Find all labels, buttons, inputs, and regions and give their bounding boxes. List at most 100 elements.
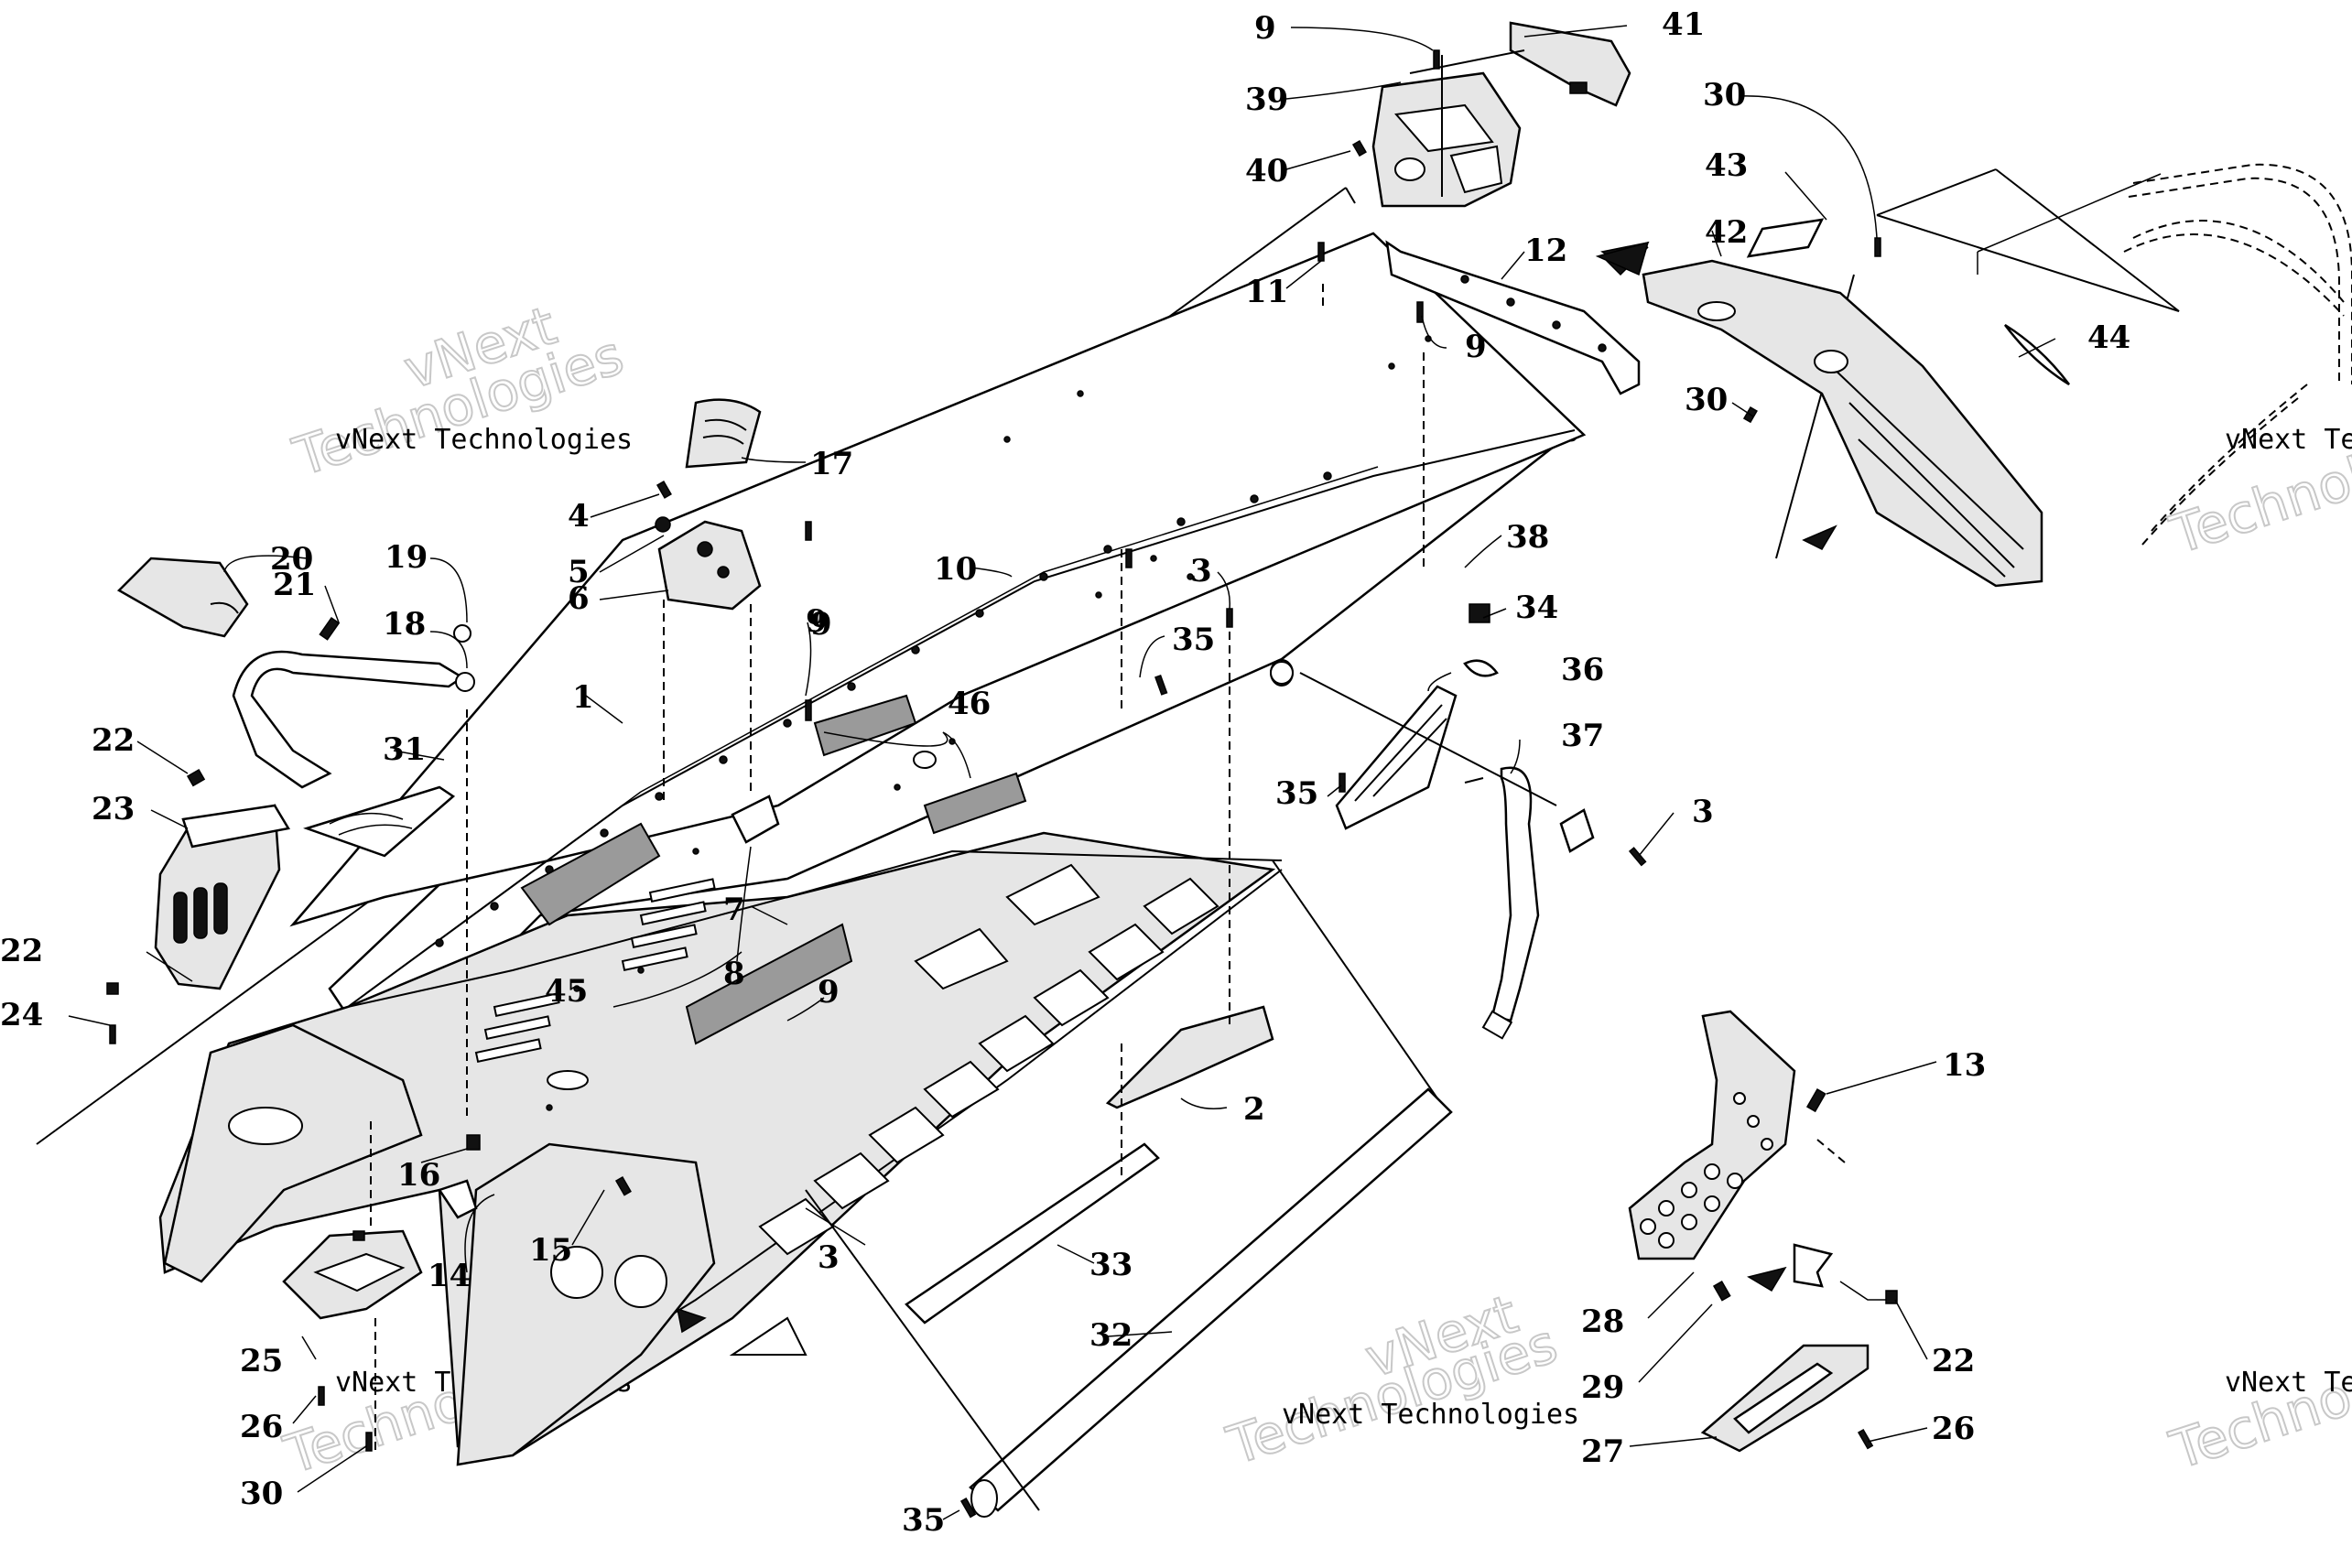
callout-22: 22 xyxy=(1932,1343,1975,1379)
seat-assembly xyxy=(1600,163,2352,588)
callout-33: 33 xyxy=(1089,1247,1133,1283)
callout-41: 41 xyxy=(1662,6,1705,43)
rail-33 xyxy=(905,1142,1160,1325)
snow-flap xyxy=(1509,21,1631,107)
footrest-bracket xyxy=(1270,661,1595,1040)
callout-13: 13 xyxy=(1943,1047,1986,1084)
left-console xyxy=(657,398,762,806)
callout-37: 37 xyxy=(1561,718,1604,754)
callout-18: 18 xyxy=(383,606,426,643)
callout-3: 3 xyxy=(818,1239,840,1276)
strap-37 xyxy=(1490,766,1540,1022)
callout-30: 30 xyxy=(1685,382,1728,418)
tail-housing xyxy=(1642,259,2043,588)
callout-27: 27 xyxy=(1581,1433,1624,1470)
callout-16: 16 xyxy=(397,1157,440,1194)
callout-32: 32 xyxy=(1089,1317,1133,1354)
callout-42: 42 xyxy=(1705,214,1748,251)
callout-39: 39 xyxy=(1245,81,1288,118)
callout-45: 45 xyxy=(545,973,588,1010)
callout-20: 20 xyxy=(270,541,313,578)
callout-1: 1 xyxy=(572,679,594,716)
callout-35: 35 xyxy=(902,1502,945,1539)
callout-24: 24 xyxy=(0,997,43,1033)
callout-22: 22 xyxy=(92,722,135,759)
watermark-technol-partial: Technol xyxy=(2162,445,2352,566)
callout-3: 3 xyxy=(1190,553,1212,589)
traction-pad xyxy=(520,822,661,926)
callout-31: 31 xyxy=(383,731,426,768)
tubular-handle xyxy=(232,650,465,789)
callout-9: 9 xyxy=(806,603,828,640)
callout-44: 44 xyxy=(2087,319,2130,356)
callout-9: 9 xyxy=(1254,10,1276,47)
callout-9: 9 xyxy=(1465,329,1487,365)
traction-pad xyxy=(923,772,1027,835)
callout-30: 30 xyxy=(240,1476,283,1512)
callout-35: 35 xyxy=(1275,775,1318,812)
callout-23: 23 xyxy=(92,791,135,827)
callout-36: 36 xyxy=(1561,652,1604,688)
flap-assembly xyxy=(1371,21,1631,208)
callout-21: 21 xyxy=(273,567,316,603)
leader-lines xyxy=(68,25,2056,1520)
callout-19: 19 xyxy=(385,539,428,576)
callout-38: 38 xyxy=(1506,519,1549,556)
console-bracket xyxy=(657,520,762,611)
callout-labels: 9 41 39 40 30 43 42 12 11 9 30 44 17 20 … xyxy=(0,6,2130,1539)
callout-9: 9 xyxy=(810,606,832,643)
decal-31 xyxy=(303,785,456,858)
callout-26: 26 xyxy=(1932,1411,1975,1447)
decal xyxy=(1746,218,1825,258)
decal xyxy=(2004,323,2070,386)
callout-29: 29 xyxy=(1581,1369,1624,1406)
watermark-vnext-technologies: vNext Technologies xyxy=(335,424,633,456)
right-footrest xyxy=(1628,1010,1898,1453)
running-board-cutouts xyxy=(758,863,1219,1256)
callout-15: 15 xyxy=(529,1232,572,1269)
callout-2: 2 xyxy=(1243,1091,1265,1128)
callout-22: 22 xyxy=(0,933,43,969)
footplate-28 xyxy=(1628,1010,1796,1260)
cover xyxy=(685,398,762,469)
traction-pad xyxy=(813,694,917,757)
watermark-vnext-partial: vNext Te xyxy=(2225,1367,2352,1399)
fasteners xyxy=(109,49,1881,1519)
front-housing xyxy=(282,1121,423,1455)
front-bracket-group xyxy=(106,557,475,1121)
traction-pad xyxy=(685,923,853,1045)
callout-43: 43 xyxy=(1705,147,1748,184)
cover-20 xyxy=(116,557,249,638)
callout-10: 10 xyxy=(934,551,977,588)
watermark-vnext-technologies: vNext Technologies xyxy=(1282,1399,1579,1431)
callout-28: 28 xyxy=(1581,1303,1624,1340)
callout-46: 46 xyxy=(948,686,991,722)
callout-8: 8 xyxy=(723,956,745,992)
footrest-bars xyxy=(805,549,1453,1518)
front-bulkhead-right xyxy=(456,1142,716,1466)
callout-40: 40 xyxy=(1245,153,1288,189)
callout-12: 12 xyxy=(1524,232,1567,269)
bar-32 xyxy=(969,1087,1453,1512)
callout-6: 6 xyxy=(568,580,590,617)
callout-4: 4 xyxy=(568,498,590,535)
callout-11: 11 xyxy=(1245,274,1288,310)
watermark-vnext-partial: vNext Te xyxy=(2225,424,2352,456)
callout-17: 17 xyxy=(810,446,853,482)
rear-bumper xyxy=(1322,240,1650,568)
callout-5: 5 xyxy=(568,554,590,590)
front-bulkhead-left xyxy=(163,1023,423,1283)
bracket-2 xyxy=(1105,1005,1274,1109)
callout-9: 9 xyxy=(818,974,840,1011)
callout-25: 25 xyxy=(240,1343,283,1379)
callout-30: 30 xyxy=(1703,77,1746,114)
callout-14: 14 xyxy=(428,1258,471,1294)
tunnel-vent-slots xyxy=(474,659,1294,1090)
footplate-holes xyxy=(1640,1092,1773,1249)
callout-35: 35 xyxy=(1172,622,1215,658)
callout-34: 34 xyxy=(1515,589,1558,626)
callout-7: 7 xyxy=(723,892,745,928)
callout-3: 3 xyxy=(1692,794,1714,830)
tunnel-assembly xyxy=(36,187,1587,1466)
